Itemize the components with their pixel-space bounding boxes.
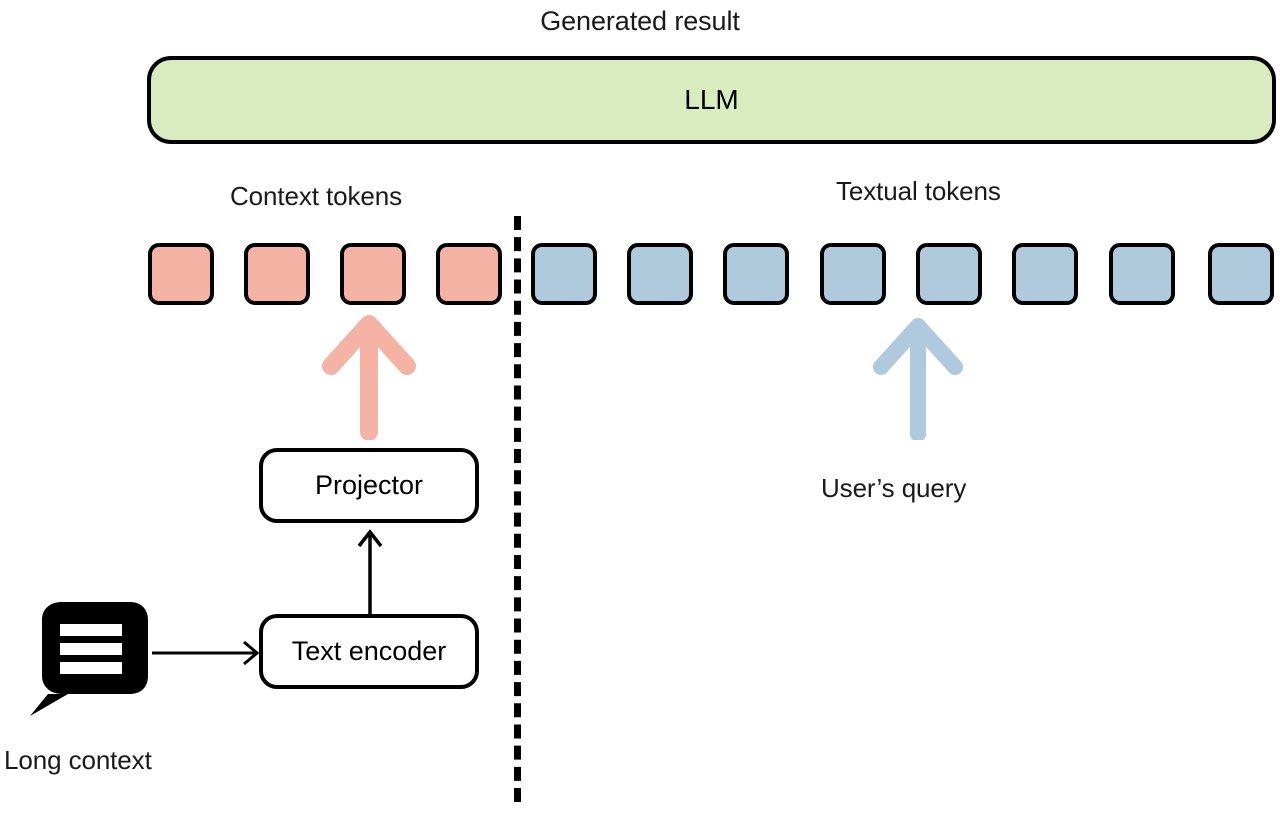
textual-token-1 [531, 243, 597, 305]
context-token-2 [244, 243, 310, 305]
long-context-label: Long context [4, 745, 152, 775]
generated-result-label: Generated result [540, 6, 740, 36]
text-encoder-label: Text encoder [291, 636, 447, 666]
long-context-to-encoder-arrow [152, 640, 260, 666]
text-encoder-box: Text encoder [259, 614, 479, 689]
textual-tokens-label: Textual tokens [836, 176, 1001, 206]
users-query-label: User’s query [821, 473, 967, 503]
projector-label: Projector [314, 470, 424, 500]
llm-box: LLM [147, 56, 1276, 144]
user-query-to-textual-tokens-arrow [873, 318, 963, 440]
context-token-3 [340, 243, 406, 305]
textual-token-4 [820, 243, 886, 305]
textual-token-5 [916, 243, 982, 305]
projector-to-context-tokens-arrow [322, 315, 416, 440]
context-tokens-label: Context tokens [230, 181, 403, 211]
textual-token-6 [1012, 243, 1078, 305]
projector-box: Projector [259, 448, 479, 523]
speech-bubble-lines-icon [30, 602, 148, 716]
textual-token-7 [1109, 243, 1175, 305]
section-divider [514, 216, 521, 802]
context-token-1 [148, 243, 214, 305]
llm-label: LLM [684, 84, 739, 115]
context-token-4 [436, 243, 502, 305]
encoder-to-projector-arrow [357, 529, 383, 618]
textual-token-8 [1208, 243, 1274, 305]
textual-token-3 [723, 243, 789, 305]
textual-token-2 [627, 243, 693, 305]
